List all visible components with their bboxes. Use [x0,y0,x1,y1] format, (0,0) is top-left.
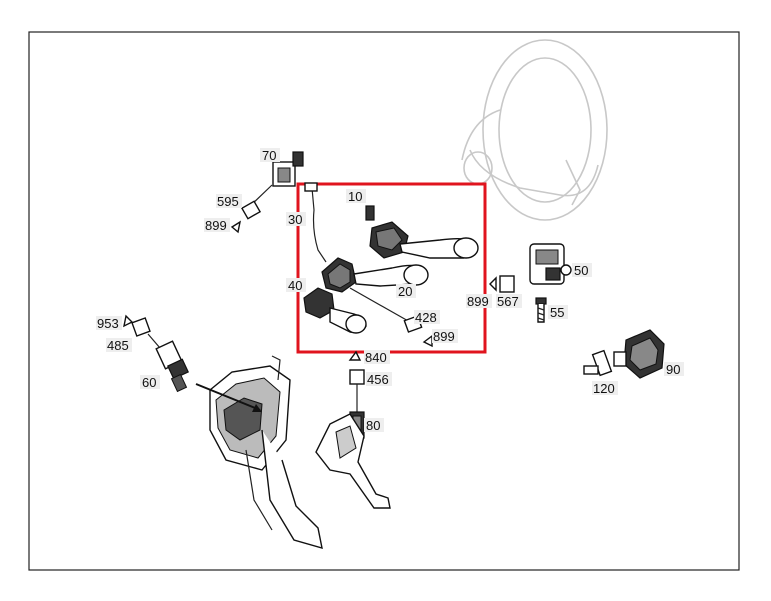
connector-456 [349,369,365,385]
clip-840 [348,350,362,361]
label-485: 485 [106,338,132,353]
label-10: 10 [346,189,366,204]
switch-70[interactable] [272,151,304,187]
label-428: 428 [414,310,440,325]
highlight-box [296,182,487,354]
label-456: 456 [366,372,392,387]
label-899-c: 899 [466,294,492,309]
label-899-a: 899 [204,218,230,233]
label-899-b: 899 [432,329,458,344]
label-70: 70 [260,148,280,163]
svg-text:899: 899 [205,218,227,233]
svg-text:567: 567 [497,294,519,309]
svg-text:456: 456 [367,372,389,387]
label-40: 40 [286,278,306,293]
svg-text:428: 428 [415,310,437,325]
label-80: 80 [364,418,384,433]
svg-text:30: 30 [288,212,302,227]
diagram-frame [28,31,740,571]
svg-text:70: 70 [262,148,276,163]
pedal-assembly [195,355,323,549]
cable-30-end [304,182,318,192]
clip-899-a [230,220,242,234]
label-840: 840 [364,350,390,365]
combination-switch-20[interactable] [321,257,429,293]
svg-text:899: 899 [467,294,489,309]
svg-text:40: 40 [288,278,302,293]
clip-953 [123,314,134,328]
label-90: 90 [664,362,684,377]
screw-55 [535,297,547,323]
switch-90[interactable] [613,329,665,379]
brake-pedal [315,413,391,509]
label-120: 120 [592,381,618,396]
svg-text:840: 840 [365,350,387,365]
svg-text:10: 10 [348,189,362,204]
label-20: 20 [396,284,416,299]
svg-text:20: 20 [398,284,412,299]
svg-text:55: 55 [550,305,564,320]
label-567: 567 [496,294,522,309]
svg-text:595: 595 [217,194,239,209]
connector-485 [131,317,151,337]
switch-50[interactable] [529,243,572,285]
svg-text:60: 60 [142,375,156,390]
connector-567 [499,275,515,293]
switch-60[interactable] [155,340,190,393]
svg-text:899: 899 [433,329,455,344]
svg-text:90: 90 [666,362,680,377]
label-953: 953 [96,316,122,331]
label-50: 50 [572,263,592,278]
clip-899-b [422,334,433,348]
steering-wheel-outline [461,39,608,221]
label-595: 595 [216,194,242,209]
label-55: 55 [548,305,568,320]
svg-text:485: 485 [107,338,129,353]
svg-text:50: 50 [574,263,588,278]
label-60: 60 [140,375,160,390]
svg-text:120: 120 [593,381,615,396]
combination-switch-40[interactable] [303,287,367,334]
connector-595 [240,200,262,220]
clip-899-c [489,276,497,292]
combination-switch-10[interactable] [365,205,479,259]
connector-120 [583,349,613,377]
svg-text:80: 80 [366,418,380,433]
label-30: 30 [286,212,306,227]
svg-text:953: 953 [97,316,119,331]
